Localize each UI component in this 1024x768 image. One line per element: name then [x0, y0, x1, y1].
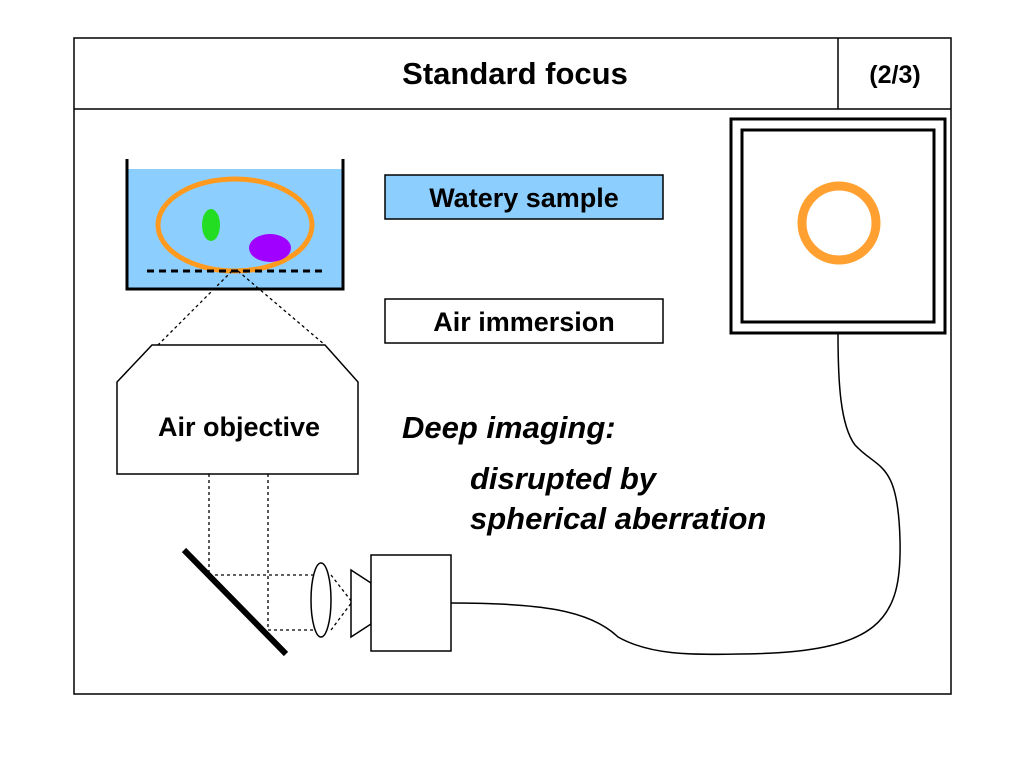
- air-immersion-box: [384, 298, 664, 344]
- air-immersion-label: Air immersion: [433, 307, 615, 337]
- light-cone-right: [237, 270, 326, 346]
- caption-line-3: spherical aberration: [470, 501, 766, 536]
- slide-frame: [73, 37, 952, 695]
- beam-converge-top: [330, 574, 353, 603]
- watery-sample-box: [384, 174, 664, 220]
- mirror: [181, 547, 289, 657]
- caption-line-1: Deep imaging:: [402, 410, 616, 445]
- detected-ring-image: [797, 181, 881, 265]
- camera-cable: [450, 332, 901, 656]
- camera-body: [370, 554, 452, 652]
- beam-converge-bottom: [330, 601, 353, 631]
- air-objective: [116, 344, 359, 475]
- monitor-screen: [740, 128, 936, 324]
- green-cell: [202, 209, 220, 241]
- dish-walls: [125, 159, 345, 291]
- caption-line-2: disrupted by: [470, 461, 658, 496]
- camera-nose: [350, 568, 372, 639]
- slide-title: Standard focus: [402, 56, 628, 91]
- tube-lens: [310, 562, 332, 638]
- purple-cell: [249, 234, 291, 262]
- watery-sample-label: Watery sample: [429, 183, 619, 213]
- objective-label: Air objective: [158, 412, 320, 442]
- sample-dish: [125, 159, 345, 291]
- page-indicator: (2/3): [869, 61, 920, 89]
